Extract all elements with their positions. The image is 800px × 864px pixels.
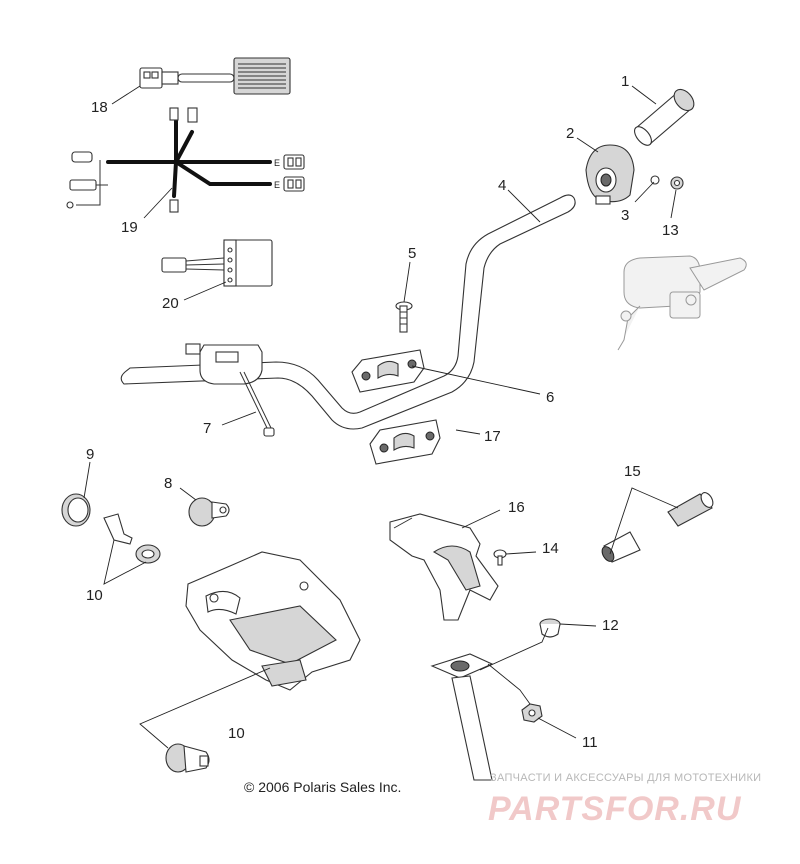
headlight-pod-cover <box>185 551 361 691</box>
callout-20: 20 <box>162 295 179 312</box>
callout-9: 9 <box>86 446 94 463</box>
watermark-brand: PARTSFOR.RU <box>488 790 742 828</box>
callout-8: 8 <box>164 475 172 492</box>
callout-12: 12 <box>602 617 619 634</box>
callout-16: 16 <box>508 499 525 516</box>
part-20-module <box>161 239 273 287</box>
watermark-tagline: ЗАПЧАСТИ И АКСЕССУАРЫ ДЛЯ МОТОТЕХНИКИ <box>490 772 761 784</box>
callout-11: 11 <box>582 734 598 751</box>
callout-5: 5 <box>408 245 416 262</box>
part-16-bracket <box>389 513 499 621</box>
part-19-wiring-harness: E E <box>66 107 305 213</box>
part-10-lower-switch <box>165 743 210 773</box>
callout-17: 17 <box>484 428 501 445</box>
leader-lines <box>83 85 679 749</box>
part-3-screw <box>650 175 660 185</box>
callout-13: 13 <box>662 222 679 239</box>
part-8-switch <box>188 497 230 527</box>
part-12-bushing <box>539 618 561 638</box>
copyright-notice: © 2006 Polaris Sales Inc. <box>244 779 401 795</box>
part-1-grip <box>634 88 695 146</box>
part-15-pins <box>601 492 714 563</box>
callout-7: 7 <box>203 420 211 437</box>
harness-mark-a: E <box>274 158 280 168</box>
callout-10-upper: 10 <box>86 587 103 604</box>
callout-18: 18 <box>91 99 108 116</box>
part-5-bolt <box>395 301 413 333</box>
part-13-nut <box>670 176 684 190</box>
callout-1: 1 <box>621 73 629 90</box>
callout-2: 2 <box>566 125 574 142</box>
callout-numbers: 1 2 3 4 5 6 7 8 9 10 10 11 12 13 14 15 1… <box>86 73 679 751</box>
part-6-upper-clamp <box>351 349 425 393</box>
part-11-nut <box>521 703 543 723</box>
callout-3: 3 <box>621 207 629 224</box>
part-10-clip-and-grommet <box>103 513 161 564</box>
part-14-screw <box>493 549 507 566</box>
callout-6: 6 <box>546 389 554 406</box>
part-9-cap <box>61 493 91 527</box>
harness-mark-b: E <box>274 180 280 190</box>
callout-15: 15 <box>624 463 641 480</box>
part-18-resistor-harness <box>139 57 291 95</box>
callout-10-lower: 10 <box>228 725 245 742</box>
part-2-throttle-housing <box>585 144 635 205</box>
part-17-lower-clamp <box>369 419 441 465</box>
callout-4: 4 <box>498 177 506 194</box>
callout-14: 14 <box>542 540 559 557</box>
callout-19: 19 <box>121 219 138 236</box>
brake-lever-assembly-reference <box>617 255 747 351</box>
part-4-handlebar <box>120 194 576 430</box>
part-7-switch-housing <box>185 343 275 437</box>
steering-post <box>430 653 494 781</box>
